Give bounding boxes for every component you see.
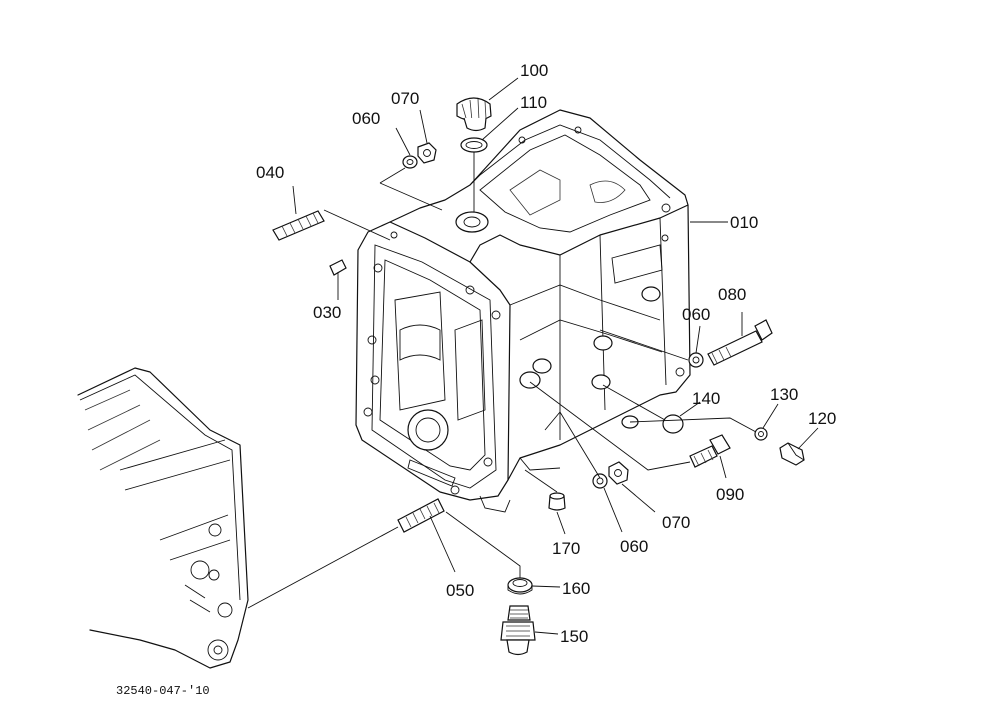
dowel-pin-030 — [329, 259, 347, 276]
label-030: 030 — [313, 303, 341, 322]
seal-160 — [507, 577, 533, 595]
transmission-case — [355, 109, 691, 513]
washer-060-bottom — [592, 473, 608, 489]
label-140: 140 — [692, 389, 720, 408]
label-040: 040 — [256, 163, 284, 182]
plug-170 — [548, 492, 566, 511]
stud-bolt-040 — [272, 210, 325, 241]
label-080: 080 — [718, 285, 746, 304]
label-170: 170 — [552, 539, 580, 558]
label-060-top: 060 — [352, 109, 380, 128]
label-120: 120 — [808, 409, 836, 428]
label-060-right: 060 — [682, 305, 710, 324]
nut-070-top — [417, 142, 437, 164]
bolt-080 — [707, 319, 773, 366]
nut-070-bottom — [608, 461, 629, 485]
label-050: 050 — [446, 581, 474, 600]
label-130: 130 — [770, 385, 798, 404]
leader-lines — [247, 77, 819, 635]
plug-140 — [662, 414, 684, 434]
label-060-bottom: 060 — [620, 537, 648, 556]
stud-bolt-050 — [397, 498, 445, 533]
valve-assembly-150 — [500, 605, 536, 656]
washer-130 — [754, 427, 768, 441]
o-ring-110 — [460, 137, 488, 153]
label-070-top: 070 — [391, 89, 419, 108]
label-150: 150 — [560, 627, 588, 646]
label-010: 010 — [730, 213, 758, 232]
adjacent-housing — [77, 367, 249, 669]
washer-060-top — [402, 155, 418, 169]
label-070-bottom: 070 — [662, 513, 690, 532]
label-100: 100 — [520, 61, 548, 80]
filler-cap-100 — [456, 97, 492, 132]
label-110: 110 — [520, 93, 547, 112]
drawing-code: 32540-047-'10 — [116, 684, 210, 698]
label-090: 090 — [716, 485, 744, 504]
label-160: 160 — [562, 579, 590, 598]
washer-060-right — [688, 352, 704, 368]
bolt-090 — [689, 434, 731, 468]
